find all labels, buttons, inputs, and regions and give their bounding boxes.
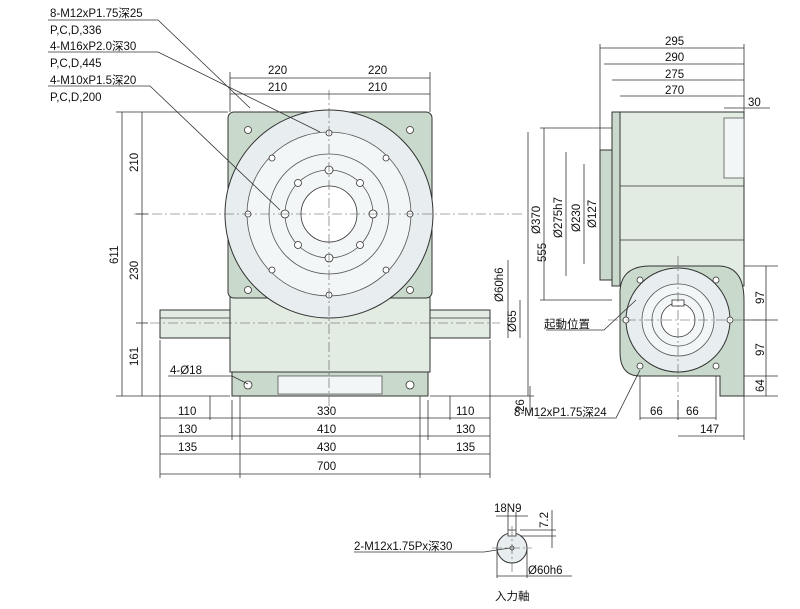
front-view [134, 90, 524, 410]
dim-220-right: 220 [368, 65, 387, 77]
shaft-label: 入力軸 [495, 589, 530, 603]
dim-430: 430 [317, 442, 336, 454]
callout-side-bolts: 8-M12xP1.75深24 [514, 405, 607, 419]
dim-shaft-dia: Ø60h6 [528, 565, 563, 577]
side-dimensions [538, 44, 778, 440]
dim-130-right: 130 [456, 424, 475, 436]
dim-66-left: 66 [650, 406, 663, 418]
dim-66-right: 66 [686, 406, 699, 418]
dim-135-left: 135 [178, 442, 197, 454]
dim-shaft-65: Ø65 [507, 310, 519, 332]
callout-pcd-336: P,C,D,336 [50, 25, 102, 37]
dim-110-right: 110 [456, 406, 474, 418]
dim-295: 295 [665, 36, 684, 48]
callout-pcd-445: P,C,D,445 [50, 58, 102, 70]
dim-220-left: 220 [268, 65, 287, 77]
dim-97-lower: 97 [755, 343, 767, 356]
dim-161-vertical: 161 [129, 347, 141, 366]
side-top-plate [599, 149, 613, 281]
dim-130-left: 130 [178, 424, 197, 436]
dim-keyway-7-2: 7.2 [539, 512, 551, 528]
right-input-shaft [427, 309, 491, 339]
dim-210-vertical: 210 [129, 153, 141, 172]
dim-110-left: 110 [178, 406, 196, 418]
dim-dia-127: Ø127 [587, 200, 599, 228]
dim-97-upper: 97 [755, 291, 767, 304]
dim-275: 275 [665, 69, 684, 81]
callout-holes-4-18: 4-Ø18 [170, 365, 202, 377]
dim-26: 26 [515, 399, 527, 412]
dim-64: 64 [755, 379, 767, 392]
front-dimensions [48, 19, 534, 478]
dim-230-vertical: 230 [129, 261, 141, 280]
dim-410: 410 [317, 424, 336, 436]
dim-30: 30 [748, 97, 761, 109]
callout-bolt-8-m12: 8-M12xP1.75深25 [50, 6, 143, 20]
dim-210-left: 210 [268, 82, 287, 94]
callout-start-position: 起動位置 [544, 317, 590, 331]
dim-shaft-60h6: Ø60h6 [494, 267, 506, 302]
dim-135-right: 135 [456, 442, 475, 454]
callout-bolt-4-m16: 4-M16xP2.0深30 [50, 39, 136, 53]
dim-555: 555 [537, 243, 549, 262]
dim-270: 270 [665, 85, 684, 97]
dim-dia-370: Ø370 [531, 206, 543, 234]
dim-keyway-18n9: 18N9 [494, 503, 522, 515]
dim-330: 330 [317, 406, 336, 418]
dim-dia-275h7: Ø275h7 [553, 197, 565, 238]
dim-700: 700 [317, 461, 336, 473]
callout-bolt-4-m10: 4-M10xP1.5深20 [50, 73, 136, 87]
left-input-shaft [159, 309, 233, 339]
callout-pcd-200: P,C,D,200 [50, 92, 102, 104]
callout-shaft-tap: 2-M12x1.75Px深30 [354, 539, 452, 553]
side-view [599, 111, 770, 420]
dim-210-right: 210 [368, 82, 387, 94]
dim-147: 147 [700, 424, 719, 436]
dim-290: 290 [665, 52, 684, 64]
dim-611: 611 [109, 246, 121, 264]
shaft-section [354, 510, 572, 578]
dim-dia-230: Ø230 [571, 204, 583, 232]
